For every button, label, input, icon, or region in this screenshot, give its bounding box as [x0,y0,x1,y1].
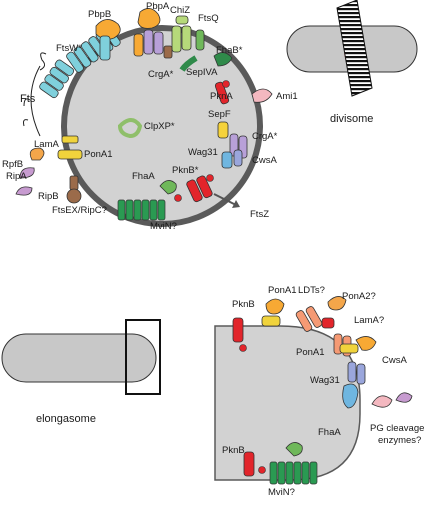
label-pknb: PknB* [172,165,199,176]
sepiva-shape [179,55,198,72]
label-el-wag31: Wag31 [310,375,340,386]
sepf-shape [217,121,229,139]
label-fhab: FhaB* [216,45,243,56]
label-wag31: Wag31 [188,147,218,158]
label-el-pknb-top: PknB [232,299,255,310]
label-lama: LamA [34,139,59,150]
label-fts: Fts [20,93,36,105]
fts-bracket [30,65,41,137]
label-chiz: ChiZ [170,5,191,16]
label-ripb: RipB [38,191,59,202]
wag31-shape [221,151,233,169]
divisome-diagram [15,8,273,227]
rpfb-shape [29,147,45,161]
label-el-lama: LamA? [354,315,385,326]
elongasome-title: elongasome [36,413,96,425]
pbp-cluster [95,8,233,72]
left-cluster [15,118,143,204]
label-el-mvin: MviN? [268,487,295,498]
pole-box [125,319,161,395]
right-cluster [214,80,273,169]
elongasome-schematic [1,319,161,395]
label-el-pona1-top: PonA1 [268,285,297,296]
bottom-cluster [117,174,240,221]
ripb-shape [15,186,33,196]
label-el-pg-1: PG cleavage [370,423,425,434]
fhaa-shape [159,180,177,195]
label-el-pg-2: enzymes? [378,435,422,446]
label-ftsz: FtsZ [250,209,269,220]
clpxp-shape [117,118,143,139]
label-rpfb: RpfB [2,159,24,170]
fhab-shape [213,52,233,67]
elongasome-diagram [214,296,413,485]
cwsa-shape [233,149,243,167]
label-ripa: RipA [6,171,27,182]
label-el-ldts: LDTs? [298,285,325,296]
ftsex-shape [66,188,82,204]
label-ftsq: FtsQ [198,13,219,24]
ftsz-arrow-head [232,200,240,208]
label-pbpb: PbpB [88,9,112,20]
label-pkna: PknA [210,91,233,102]
label-crga-top: CrgA* [148,69,174,80]
label-pona1: PonA1 [84,149,113,160]
label-mvin: MviN? [150,221,177,232]
label-pbpa: PbpA [146,1,170,12]
label-sepiva: SepIVA [186,67,218,78]
label-el-pona1-mid: PonA1 [296,347,325,358]
label-cwsa: CwsA [252,155,277,166]
label-clpxp: ClpXP* [144,121,175,132]
ami1-shape [251,88,273,103]
label-sepf: SepF [208,109,231,120]
label-crga-right: CrgA* [252,131,278,142]
ripa-shape [19,167,35,179]
label-el-cwsa: CwsA [382,355,407,366]
mvin-bundle [117,199,166,221]
label-el-pona2: PonA2? [342,291,376,302]
divisome-title: divisome [330,113,374,125]
label-el-pknb-bottom: PknB [222,445,245,456]
label-el-fhaa: FhaA [318,427,341,438]
divisome-schematic [286,0,418,97]
label-fhaa: FhaA [132,171,155,182]
label-ami1: Ami1 [276,91,298,102]
label-ftsw: FtsW* [56,43,82,54]
label-ftsex: FtsEX/RipC? [52,205,107,216]
septum-plane [336,0,373,97]
